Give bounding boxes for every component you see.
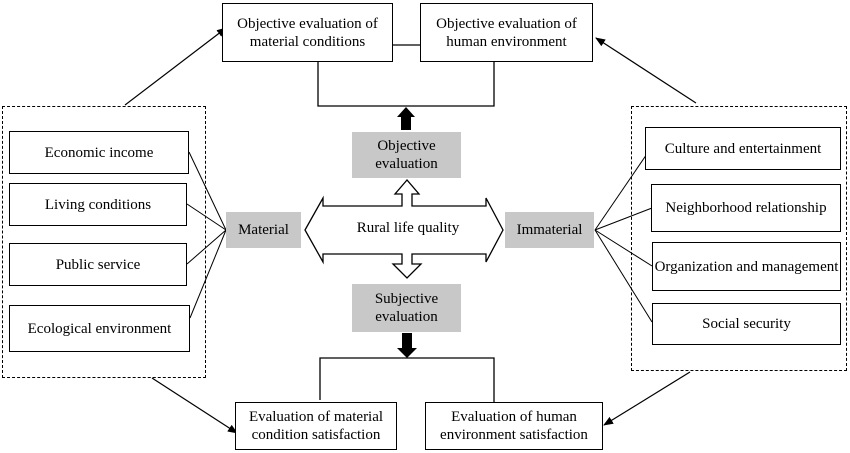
arrow-left-to-top [124, 27, 227, 106]
subjective-bold-arrow [397, 333, 417, 358]
top-bracket [317, 62, 495, 107]
objective-evaluation-box: Objective evaluation [352, 132, 461, 178]
material-item: Ecological environment [9, 305, 190, 352]
arrow-left-to-bottom [151, 377, 238, 434]
arrow-right-to-bottom [603, 371, 691, 426]
arrow-right-to-top [595, 37, 697, 104]
fan-living [186, 203, 227, 231]
objective-material-box: Objective evaluation of material conditi… [222, 3, 393, 62]
fan-neighborhood [594, 207, 653, 231]
subjective-material-box: Evaluation of material condition satisfa… [235, 402, 397, 450]
fan-organization [594, 229, 653, 267]
four-way-arrow [304, 179, 504, 279]
fan-economic [188, 151, 227, 231]
fan-security [594, 229, 653, 323]
fan-ecological [189, 229, 227, 319]
immaterial-group-frame [631, 106, 847, 371]
material-item: Public service [9, 243, 187, 286]
bottom-bracket [319, 357, 495, 402]
immaterial-box: Immaterial [505, 212, 594, 248]
material-item: Living conditions [9, 183, 187, 226]
immaterial-item: Social security [652, 303, 841, 345]
objective-bold-arrow [397, 107, 415, 130]
fan-public [186, 229, 227, 265]
objective-human-box: Objective evaluation of human environmen… [420, 3, 593, 62]
material-item: Economic income [9, 131, 189, 174]
immaterial-item: Culture and entertainment [645, 127, 841, 170]
immaterial-item: Organization and management [652, 242, 841, 291]
rural-life-quality-label: Rural life quality [356, 220, 460, 236]
subjective-human-box: Evaluation of human environment satisfac… [425, 402, 603, 450]
subjective-evaluation-box: Subjective evaluation [352, 284, 461, 332]
material-group-frame [2, 106, 206, 378]
material-box: Material [226, 212, 301, 248]
fan-culture [594, 147, 652, 231]
immaterial-item: Neighborhood relationship [651, 184, 841, 232]
